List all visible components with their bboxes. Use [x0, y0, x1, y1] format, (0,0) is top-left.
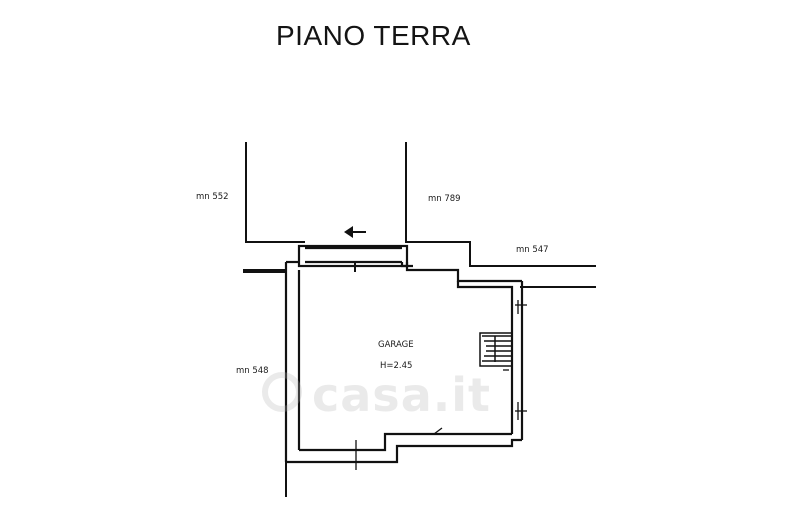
watermark-logo-icon — [262, 372, 302, 412]
plan-title: PIANO TERRA — [276, 20, 471, 51]
dimension-ticks — [355, 300, 527, 470]
room-height: H=2.45 — [380, 361, 413, 371]
parcel-label-mn548: mn 548 — [236, 366, 269, 376]
parcel-label-mn552: mn 552 — [196, 192, 229, 202]
parcel-label-mn789: mn 789 — [428, 194, 461, 204]
room-name: GARAGE — [378, 340, 414, 350]
entrance-marker-icon — [344, 226, 366, 272]
parcel-label-mn547: mn 547 — [516, 245, 549, 255]
staircase — [479, 332, 512, 367]
site-boundaries — [243, 142, 596, 497]
watermark-text: casa.it — [312, 368, 491, 422]
garage-walls — [284, 244, 524, 464]
